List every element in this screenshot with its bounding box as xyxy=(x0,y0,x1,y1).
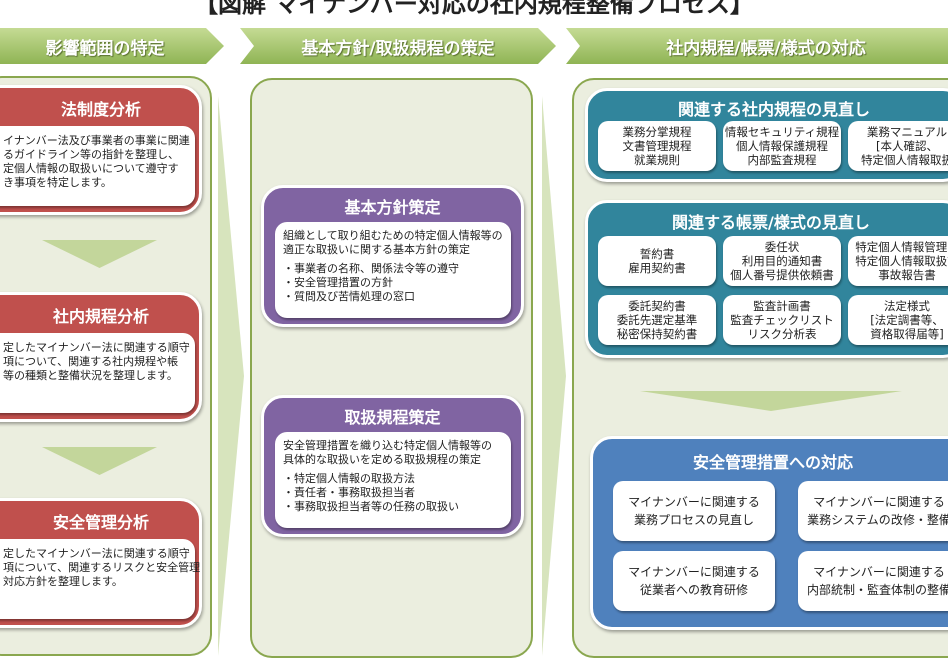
form-item: 誓約書雇用契約書 xyxy=(598,236,716,286)
policy-box: 基本方針策定組織として取り組むための特定個人情報等の適正な取扱いに関する基本方針… xyxy=(261,185,524,327)
item-line: 利用目的通知書 xyxy=(741,254,823,268)
item-line: マイナンバーに関連する xyxy=(628,565,760,579)
phase-policy-rules: 基本方針/取扱規程の策定 xyxy=(240,28,556,64)
form-item: 委任状利用目的通知書個人番号提供依頼書 xyxy=(723,236,841,286)
item-line: マイナンバーに関連する xyxy=(628,495,760,509)
item-line: 特定個人情報取扱記 xyxy=(855,254,948,268)
item-line: [法定調書等、 xyxy=(870,313,944,327)
bullet-item: ・事業者の名称、関係法令等の遵守 xyxy=(283,262,459,275)
item-line: マイナンバーに関連する xyxy=(813,565,945,579)
description-line: 項について、関連するリスクと安全管理 xyxy=(3,561,201,574)
item-line: 業務分掌規程 xyxy=(622,125,692,139)
phase-regulations-forms: 社内規程/帳票/様式の対応 xyxy=(566,28,948,64)
item-line: 委任状 xyxy=(764,240,800,254)
phase-identify-scope: 影響範囲の特定 xyxy=(0,28,224,64)
description-line: 定個人情報の取扱いについて遵守す xyxy=(3,162,179,175)
item-line: 業務マニュアル xyxy=(866,125,948,139)
policy-box: 取扱規程策定安全管理措置を織り込む特定個人情報等の具体的な取扱いを定める取扱規程… xyxy=(261,395,524,537)
item-line: 個人番号提供依頼書 xyxy=(730,268,834,282)
description-line: 対応方針を整理します。 xyxy=(3,575,123,588)
panel-policy xyxy=(250,78,533,658)
description-line: き事項を特定します。 xyxy=(3,176,112,189)
regulations-box: 関連する社内規程の見直し業務分掌規程文書管理規程就業規則情報セキュリティ規程個人… xyxy=(585,88,948,182)
analysis-heading: 安全管理分析 xyxy=(52,513,149,532)
arrow-right-icon xyxy=(218,96,244,656)
item-line: 内部統制・監査体制の整備 xyxy=(806,583,948,597)
analysis-heading: 社内規程分析 xyxy=(52,307,149,326)
item-line: 特定個人情報管理台 xyxy=(855,240,948,254)
form-item: 委託契約書委託先選定基準秘密保持契約書 xyxy=(598,295,716,345)
bullet-item: ・責任者・事務取扱担当者 xyxy=(283,486,415,499)
item-line: 秘密保持契約書 xyxy=(616,327,698,341)
safety-item: マイナンバーに関連する内部統制・監査体制の整備 xyxy=(798,551,948,611)
description-line: 適正な取扱いに関する基本方針の策定 xyxy=(283,243,470,256)
description-line: イナンバー法及び事業者の事業に関連 xyxy=(3,134,190,147)
analysis-box: 安全管理分析定したマイナンバー法に関連する順守項について、関連するリスクと安全管… xyxy=(0,498,202,628)
item-line: 文書管理規程 xyxy=(622,139,692,153)
item-line: 業務システムの改修・整備 xyxy=(807,513,948,527)
page-title: 【図解 マイナンバー対応の社内規程整備プロセス】 xyxy=(194,0,754,18)
item-line: 誓約書 xyxy=(639,247,675,261)
item-line: 事故報告書 xyxy=(878,268,936,282)
policy-heading: 取扱規程策定 xyxy=(344,408,441,427)
policy-description: 組織として取り組むための特定個人情報等の適正な取扱いに関する基本方針の策定・事業… xyxy=(275,222,511,318)
analysis-box: 社内規程分析定したマイナンバー法に関連する順守項について、関連する社内規程や帳等… xyxy=(0,292,202,422)
item-line: 雇用契約書 xyxy=(628,261,686,275)
safety-item: マイナンバーに関連する業務プロセスの見直し xyxy=(613,481,775,541)
regulations-heading: 関連する社内規程の見直し xyxy=(678,100,871,119)
description-line: 等の種類と整備状況を整理します。 xyxy=(3,369,178,382)
item-line: 従業者への教育研修 xyxy=(639,583,748,597)
description-line: 安全管理措置を織り込む特定個人情報等の xyxy=(283,439,492,452)
item-line: 委託契約書 xyxy=(628,299,686,313)
form-item: 特定個人情報管理台特定個人情報取扱記事故報告書 xyxy=(848,236,948,286)
item-line: 業務プロセスの見直し xyxy=(633,513,754,527)
forms-box: 関連する帳票/様式の見直し誓約書雇用契約書委任状利用目的通知書個人番号提供依頼書… xyxy=(585,200,948,358)
arrow-right-icon xyxy=(542,96,566,656)
description-line: 組織として取り組むための特定個人情報等の xyxy=(283,229,503,242)
item-line: マイナンバーに関連する xyxy=(813,495,945,509)
item-line: 内部監査規程 xyxy=(747,153,817,167)
item-line: 個人情報保護規程 xyxy=(736,139,828,153)
analysis-box: 法制度分析イナンバー法及び事業者の事業に関連るガイドライン等の指針を整理し、定個… xyxy=(0,85,202,215)
safety-item: マイナンバーに関連する業務システムの改修・整備 xyxy=(798,481,948,541)
description-line: 項について、関連する社内規程や帳 xyxy=(3,355,179,368)
description-line: 定したマイナンバー法に関連する順守 xyxy=(3,341,190,354)
forms-heading: 関連する帳票/様式の見直し xyxy=(672,213,870,232)
bullet-item: ・特定個人情報の取扱方法 xyxy=(283,472,415,485)
item-line: 監査計画書 xyxy=(753,299,811,313)
analysis-heading: 法制度分析 xyxy=(60,100,141,119)
policy-heading: 基本方針策定 xyxy=(344,198,441,217)
policy-description: 安全管理措置を織り込む特定個人情報等の具体的な取扱いを定める取扱規程の策定・特定… xyxy=(275,432,511,528)
bullet-item: ・事務取扱担当者等の任務の取扱い xyxy=(283,500,459,513)
form-item: 監査計画書監査チェックリストリスク分析表 xyxy=(723,295,841,345)
analysis-description: イナンバー法及び事業者の事業に関連るガイドライン等の指針を整理し、定個人情報の取… xyxy=(0,126,195,206)
bullet-item: ・安全管理措置の方針 xyxy=(283,276,393,289)
item-line: 特定個人情報取扱 xyxy=(861,153,948,167)
form-item: 法定様式[法定調書等、資格取得届等] xyxy=(848,295,948,345)
item-line: 委託先選定基準 xyxy=(616,313,698,327)
regulation-item: 業務マニュアル[本人確認、特定個人情報取扱 xyxy=(848,121,948,171)
safety-box: 安全管理措置への対応マイナンバーに関連する業務プロセスの見直しマイナンバーに関連… xyxy=(590,436,948,630)
bullet-item: ・質問及び苦情処理の窓口 xyxy=(283,290,415,303)
regulation-item: 情報セキュリティ規程個人情報保護規程内部監査規程 xyxy=(723,121,841,171)
item-line: 就業規則 xyxy=(634,153,680,167)
item-line: 資格取得届等] xyxy=(870,327,944,341)
item-line: リスク分析表 xyxy=(747,327,817,341)
safety-heading: 安全管理措置への対応 xyxy=(693,453,854,472)
item-line: 法定様式 xyxy=(884,299,930,313)
item-line: 情報セキュリティ規程 xyxy=(724,125,840,139)
safety-item: マイナンバーに関連する従業者への教育研修 xyxy=(613,551,775,611)
item-line: [本人確認、 xyxy=(876,139,938,153)
description-line: るガイドライン等の指針を整理し、 xyxy=(3,148,179,161)
regulation-item: 業務分掌規程文書管理規程就業規則 xyxy=(598,121,716,171)
item-line: 監査チェックリスト xyxy=(730,313,834,327)
analysis-description: 定したマイナンバー法に関連する順守項について、関連するリスクと安全管理対応方針を… xyxy=(0,539,201,619)
description-line: 具体的な取扱いを定める取扱規程の策定 xyxy=(283,453,481,466)
description-line: 定したマイナンバー法に関連する順守 xyxy=(3,547,190,560)
analysis-description: 定したマイナンバー法に関連する順守項について、関連する社内規程や帳等の種類と整備… xyxy=(0,333,195,413)
